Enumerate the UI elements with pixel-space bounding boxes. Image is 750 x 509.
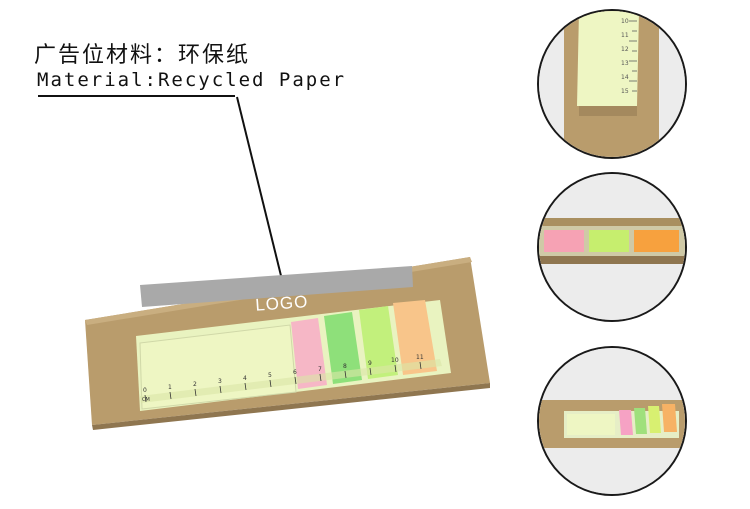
pointer-line: [236, 96, 286, 293]
ruler-label: 1: [168, 384, 172, 391]
detail-ruler-label: 15: [621, 88, 629, 95]
flag-pink: [291, 318, 327, 389]
ruler-label: 3: [218, 378, 222, 385]
ruler-label: 11: [416, 354, 424, 361]
ruler-label: 4: [243, 375, 247, 382]
ruler-label: 8: [343, 363, 347, 370]
ruler-label: 2: [193, 381, 197, 388]
detail-ruler-label: 12: [621, 46, 629, 53]
detail-ruler-label: 14: [621, 74, 629, 81]
ruler-label: 7: [318, 366, 322, 373]
ruler-label: 6: [293, 369, 297, 376]
ruler-ticks: [144, 361, 422, 403]
detail-view-ruler-corner: 10 11 12 13 14 15: [537, 9, 687, 159]
ruler-label: 5: [268, 372, 272, 379]
ruler-label: 10: [391, 357, 399, 364]
ruler-unit-label: CM: [142, 397, 150, 403]
detail-ruler-label: 13: [621, 60, 629, 67]
flag-green: [324, 312, 362, 384]
flag-lime: [359, 306, 398, 379]
detail-ruler-label: 11: [621, 32, 629, 39]
ruler-label: 0: [143, 387, 147, 394]
title-underline: [38, 95, 235, 97]
logo-strip: [140, 266, 413, 307]
detail-view-full-product: [537, 346, 687, 496]
material-title-english: Material:Recycled Paper: [37, 69, 347, 91]
detail-ruler-label: 10: [621, 18, 629, 25]
logo-text: LOGO: [255, 292, 309, 315]
flag-orange: [393, 300, 437, 375]
ruler-labels: 0 1 2 3 4 5 6 7 8 9 10 11 CM: [142, 354, 424, 403]
ruler-label: 9: [368, 360, 372, 367]
material-title-chinese: 广告位材料：环保纸: [34, 43, 251, 68]
detail-view-side-profile: [537, 172, 687, 322]
